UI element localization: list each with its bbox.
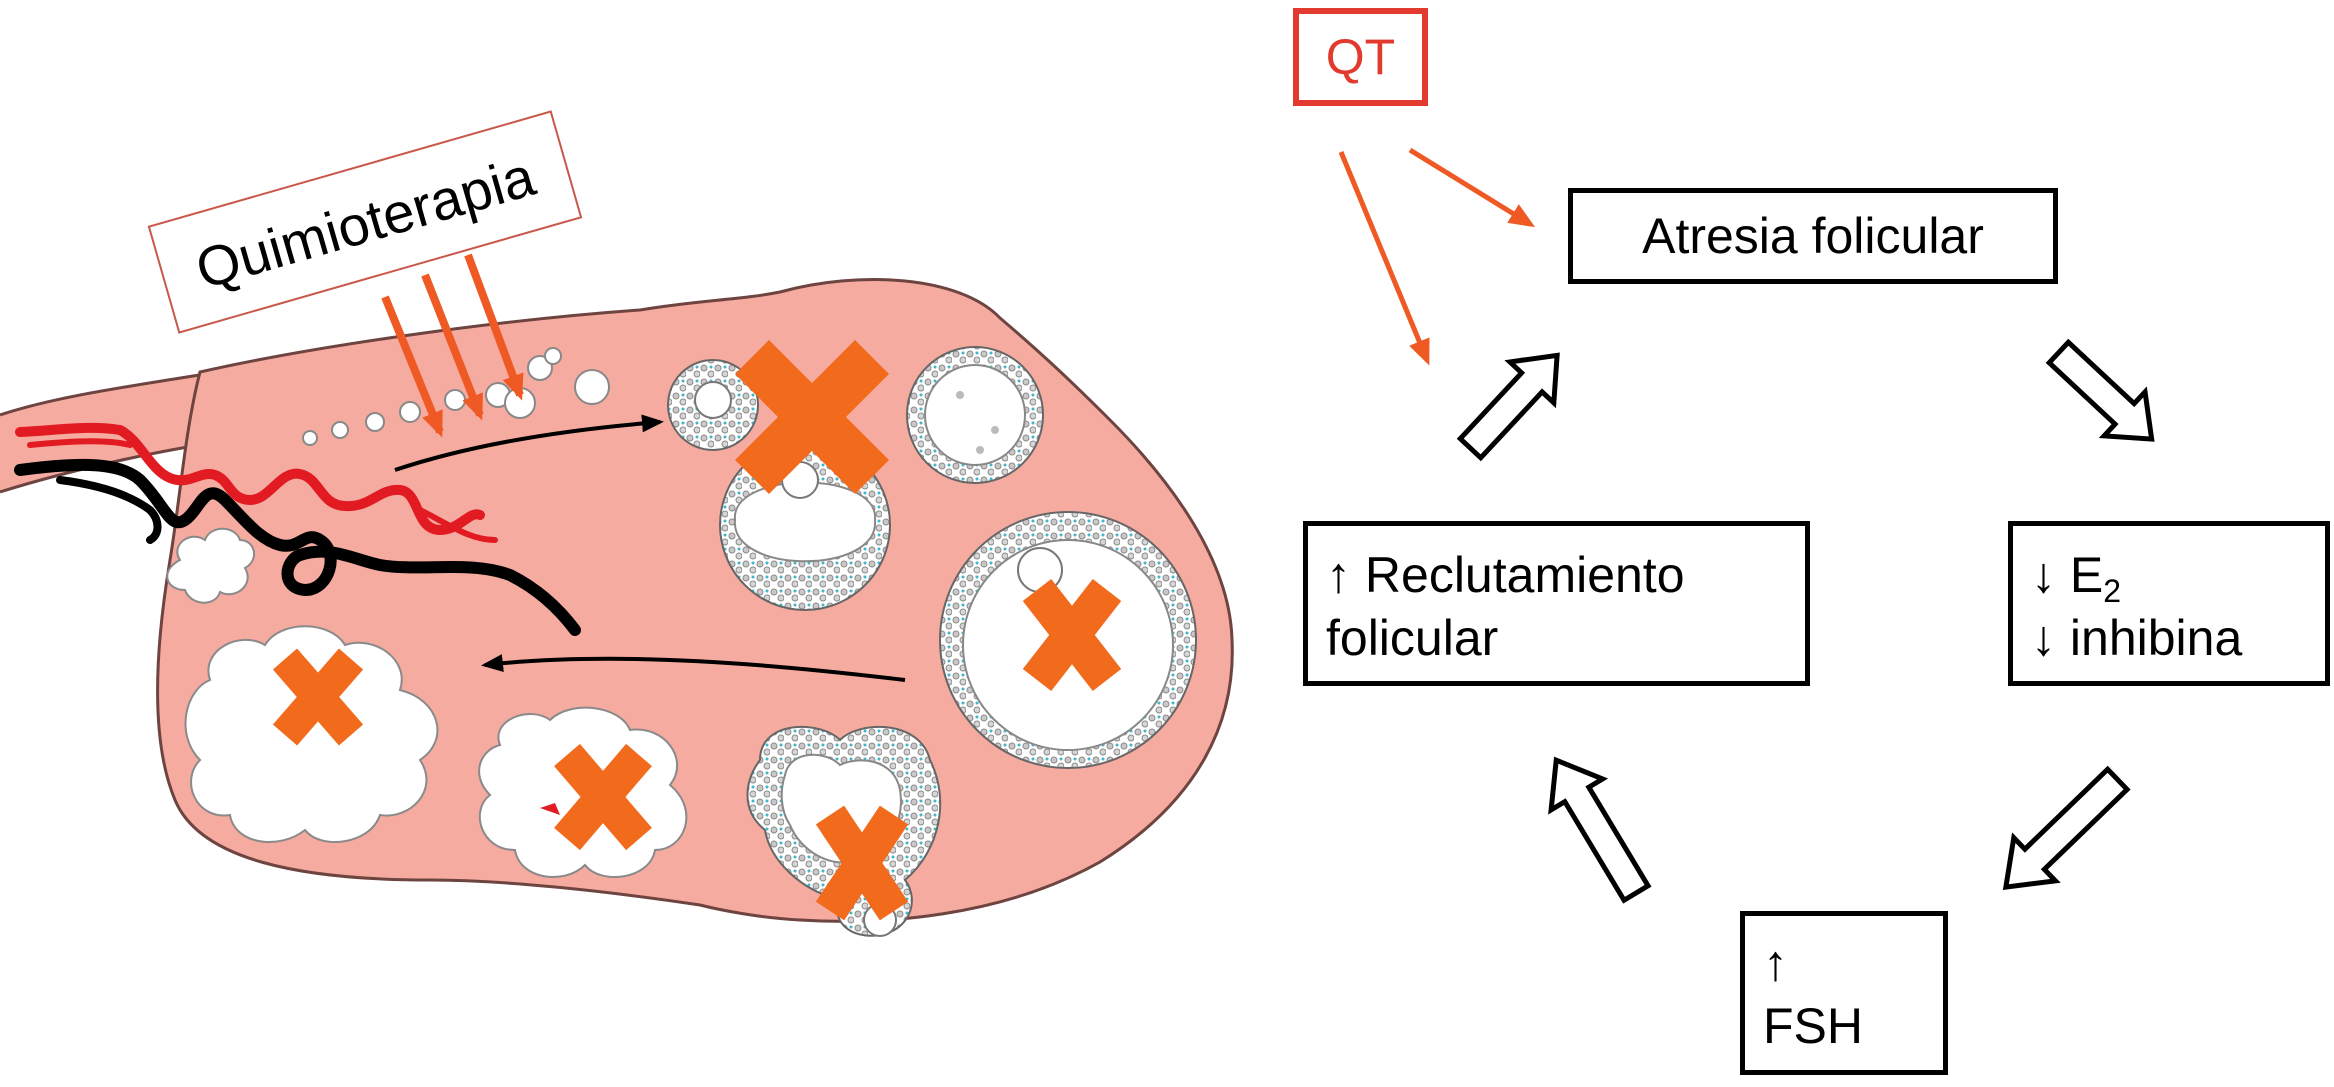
inhibina-line: ↓ inhibina xyxy=(2031,607,2325,670)
recruitment-line-2: folicular xyxy=(1326,609,1499,666)
recruitment-line-1: ↑ Reclutamiento xyxy=(1326,544,1805,607)
vessel-red xyxy=(15,422,485,536)
down-arrow-glyph: ↓ xyxy=(2031,547,2056,603)
ovulation-arrow xyxy=(481,654,906,682)
cycle-arrows xyxy=(1456,338,2155,904)
x-mark-corpus-left xyxy=(272,648,364,746)
x-mark-graafian xyxy=(1022,578,1122,692)
arrow-recruitment-to-atresia xyxy=(1456,352,1560,462)
corpus-albicans-small xyxy=(166,527,255,604)
x-marks xyxy=(272,340,1122,921)
e2-subscript: 2 xyxy=(2103,573,2122,609)
e2-line: ↓ E2 xyxy=(2031,544,2325,607)
inhibina-word: inhibina xyxy=(2069,609,2243,666)
secondary-follicle xyxy=(667,359,759,451)
qt-label: QT xyxy=(1325,29,1396,85)
e2-inhibina-box: ↓ E2 ↓ inhibina xyxy=(2008,521,2330,686)
fsh-box: ↑ FSH xyxy=(1740,911,1948,1075)
x-mark-corpus-center xyxy=(554,743,652,851)
up-arrow-glyph: ↑ xyxy=(1326,547,1351,603)
antral-follicle-top xyxy=(906,346,1044,484)
x-mark-ruptured xyxy=(815,805,909,921)
recruitment-word: Reclutamiento xyxy=(1364,547,1685,603)
fsh-label: FSH xyxy=(1763,997,1863,1054)
arrow-fsh-to-recruitment xyxy=(1548,756,1652,904)
arrow-e2-to-fsh xyxy=(2002,765,2131,890)
fsh-arrow: ↑ xyxy=(1763,935,1788,991)
maturation-arrow xyxy=(394,414,664,472)
corpus-luteum-left xyxy=(184,625,439,843)
recruitment-box: ↑ Reclutamiento folicular xyxy=(1303,521,1810,686)
qt-arrow-to-recruitment xyxy=(1338,151,1430,366)
down-arrow-glyph-2: ↓ xyxy=(2031,609,2056,666)
atresia-box: Atresia folicular xyxy=(1568,188,2058,284)
vessel-black xyxy=(14,458,581,636)
x-mark-top xyxy=(735,340,889,494)
ovary-illustration xyxy=(0,253,1234,937)
e2-letter: E xyxy=(2069,547,2104,603)
qt-arrow-to-atresia xyxy=(1408,147,1536,228)
atresia-text: Atresia folicular xyxy=(1642,207,1984,264)
arrow-atresia-to-e2 xyxy=(2045,338,2155,442)
qt-box: QT xyxy=(1293,8,1428,106)
chemo-arrows xyxy=(381,253,524,438)
